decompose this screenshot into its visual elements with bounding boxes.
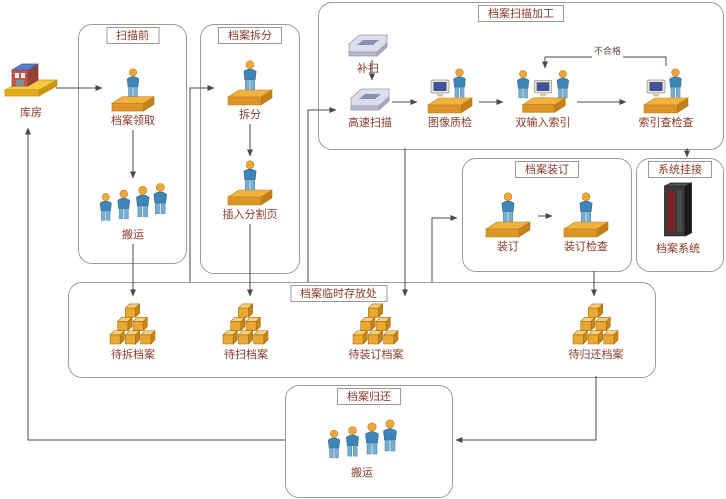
node-to-split-archives: 待拆档案	[102, 300, 164, 361]
node-to-split-archives-label: 待拆档案	[111, 348, 155, 361]
node-to-scan-archives: 待扫档案	[215, 300, 277, 361]
group-scan-title: 档案扫描加工	[478, 5, 564, 22]
node-bind-check-label: 装订检查	[564, 240, 608, 253]
node-rescan: 补扫	[342, 30, 394, 75]
carton-stack-icon	[219, 300, 273, 346]
group-binding-title: 档案装订	[515, 161, 579, 178]
node-bind-check: 装订检查	[552, 192, 620, 253]
group-system-link: 系统挂接	[636, 158, 724, 272]
group-return: 档案归还	[285, 385, 453, 498]
group-scan-processing: 档案扫描加工	[318, 2, 724, 150]
node-warehouse-label: 库房	[20, 106, 42, 119]
arrow-tobind-to-bind	[431, 215, 458, 282]
node-double-index-label: 双输入索引	[515, 116, 571, 129]
fail-branch-label: 不合格	[592, 47, 624, 58]
node-highspeed-scan: 高速扫描	[342, 84, 398, 129]
group-pre-scan-title: 扫描前	[106, 27, 159, 44]
node-to-return-archives-label: 待归还档案	[568, 348, 624, 361]
node-highspeed-scan-label: 高速扫描	[348, 116, 392, 129]
node-split-label: 拆分	[239, 108, 261, 121]
scanner-icon	[347, 84, 393, 114]
warehouse-icon	[4, 58, 58, 104]
group-system-title: 系统挂接	[648, 161, 712, 178]
group-temp-storage: 档案临时存放处	[68, 282, 656, 378]
node-index-check-label: 索引查检查	[638, 116, 694, 129]
worker-computer-icon	[639, 68, 693, 114]
group-split-title: 档案拆分	[218, 27, 282, 44]
node-index-check: 索引查检查	[630, 68, 702, 129]
scanner-icon	[345, 30, 391, 60]
carton-stack-icon	[349, 300, 403, 346]
node-bind-label: 装订	[497, 240, 519, 253]
worker-desk-icon	[224, 60, 276, 106]
people-group-icon	[96, 182, 170, 226]
group-return-title: 档案归还	[337, 388, 401, 405]
node-archive-receive-label: 档案领取	[111, 114, 155, 127]
group-binding: 档案装订	[462, 158, 632, 272]
node-image-quality-check: 图像质检	[420, 68, 480, 129]
node-split: 拆分	[220, 60, 280, 121]
server-icon	[660, 182, 696, 240]
people-group-icon	[324, 418, 400, 464]
worker-desk-icon	[560, 192, 612, 238]
node-to-bind-archives-label: 待装订档案	[348, 348, 404, 361]
arrow-toreturn-to-returncarry	[455, 376, 597, 443]
node-carry-return: 搬运	[322, 418, 402, 479]
node-carry-prescan: 搬运	[95, 182, 171, 241]
carton-stack-icon	[569, 300, 623, 346]
node-double-index: 双输入索引	[508, 68, 578, 129]
node-archive-system: 档案系统	[652, 182, 704, 255]
node-bind: 装订	[478, 192, 538, 253]
carton-stack-icon	[106, 300, 160, 346]
node-carry-prescan-label: 搬运	[122, 228, 144, 241]
node-warehouse: 库房	[2, 58, 60, 119]
node-to-bind-archives: 待装订档案	[340, 300, 412, 361]
node-carry-return-label: 搬运	[351, 466, 373, 479]
node-archive-system-label: 档案系统	[656, 242, 700, 255]
node-archive-receive: 档案领取	[103, 68, 163, 127]
worker-desk-icon	[108, 68, 158, 112]
node-rescan-label: 补扫	[357, 62, 379, 75]
worker-computer-icon	[423, 68, 477, 114]
node-insert-divider: 插入分割页	[214, 160, 286, 221]
node-image-quality-check-label: 图像质检	[428, 116, 472, 129]
node-to-scan-archives-label: 待扫档案	[224, 348, 268, 361]
worker-desk-icon	[482, 192, 534, 238]
group-storage-title: 档案临时存放处	[290, 285, 388, 302]
two-workers-computer-icon	[511, 68, 575, 114]
worker-desk-icon	[224, 160, 276, 206]
node-to-return-archives: 待归还档案	[560, 300, 632, 361]
group-split: 档案拆分	[200, 24, 300, 274]
node-insert-divider-label: 插入分割页	[222, 208, 278, 221]
